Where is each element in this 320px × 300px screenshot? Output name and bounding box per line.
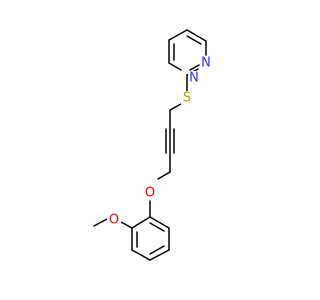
atom-s: S xyxy=(183,91,191,106)
bond-s-ch2 xyxy=(169,103,182,111)
bond-c3-c4-inner xyxy=(186,35,202,45)
bond-c6-n1 xyxy=(168,62,182,71)
atom-n1: N xyxy=(189,71,199,86)
bond-c4-c5 xyxy=(168,29,188,41)
atom-o-methoxy: O xyxy=(109,213,119,228)
molecule-structure: N N S O O xyxy=(93,29,212,261)
s-label-bg xyxy=(181,91,193,105)
molecule-canvas: N N S O O xyxy=(93,29,212,261)
o1-label-bg xyxy=(143,186,157,200)
bond-c3-c4 xyxy=(186,29,207,42)
bond-ar4-ar5-inner xyxy=(149,245,165,255)
bond-ar1-ar2 xyxy=(131,216,151,229)
bond-c2-n3-inner xyxy=(189,64,200,71)
bond-ar2-o xyxy=(120,221,133,229)
bond-ar3-ar4 xyxy=(131,249,151,261)
atom-o-ether: O xyxy=(145,186,155,201)
bond-ar4-ar5 xyxy=(149,249,170,261)
bond-o-ch3 xyxy=(93,218,108,227)
n2-label-bg xyxy=(200,56,212,70)
bond-ar6-ar1 xyxy=(149,216,170,229)
n1-label-bg xyxy=(188,71,200,85)
bond-ch2-o xyxy=(157,171,171,180)
atom-n2: N xyxy=(201,56,211,71)
bond-ar6-ar1-inner xyxy=(149,222,165,232)
o2-label-bg xyxy=(107,213,121,227)
